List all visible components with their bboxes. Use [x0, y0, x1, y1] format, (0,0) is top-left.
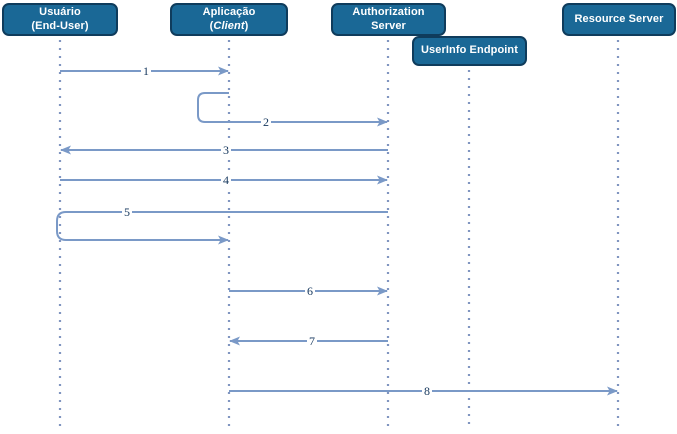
actor-label-line1-userinfo-endpoint: UserInfo Endpoint: [420, 44, 519, 57]
message-2-arrow: [197, 92, 388, 127]
actor-box-resource-server[interactable]: Resource Server: [562, 3, 676, 36]
message-number-5: 5: [122, 205, 132, 219]
message-number-1: 1: [141, 64, 151, 78]
actor-label-line2-authorization-server: Server: [371, 19, 406, 32]
message-number-4: 4: [221, 173, 231, 187]
messages-group: [56, 66, 618, 396]
actor-box-aplicacao[interactable]: Aplicação(Client): [170, 3, 288, 36]
actor-label-resource-server: Resource Server: [575, 13, 664, 26]
message-number-3: 3: [221, 143, 231, 157]
actor-label-line2-usuario: (End-User): [31, 19, 89, 32]
message-number-7: 7: [307, 334, 317, 348]
message-number-8: 8: [422, 384, 432, 398]
actor-box-userinfo-endpoint[interactable]: UserInfo Endpoint: [412, 36, 527, 66]
actor-label-usuario: Usuário(End-User): [31, 6, 88, 33]
actor-label-aplicacao: Aplicação(Client): [203, 6, 256, 33]
actor-label-line1-usuario: Usuário: [39, 6, 81, 19]
actor-label-line2-emph-aplicacao: Client: [213, 19, 245, 32]
actor-label-line2-aplicacao: (Client): [209, 19, 249, 32]
actor-label-userinfo-endpoint: UserInfo Endpoint: [421, 44, 518, 57]
message-number-2: 2: [261, 115, 271, 129]
actor-label-line1-aplicacao: Aplicação: [202, 6, 256, 19]
lifelines-group: [58, 40, 620, 430]
message-number-6: 6: [305, 284, 315, 298]
actor-label-line1-authorization-server: Authorization: [352, 6, 425, 19]
actor-box-usuario[interactable]: Usuário(End-User): [2, 3, 118, 36]
message-5-arrow: [56, 211, 388, 245]
actor-label-line1-resource-server: Resource Server: [574, 12, 664, 25]
